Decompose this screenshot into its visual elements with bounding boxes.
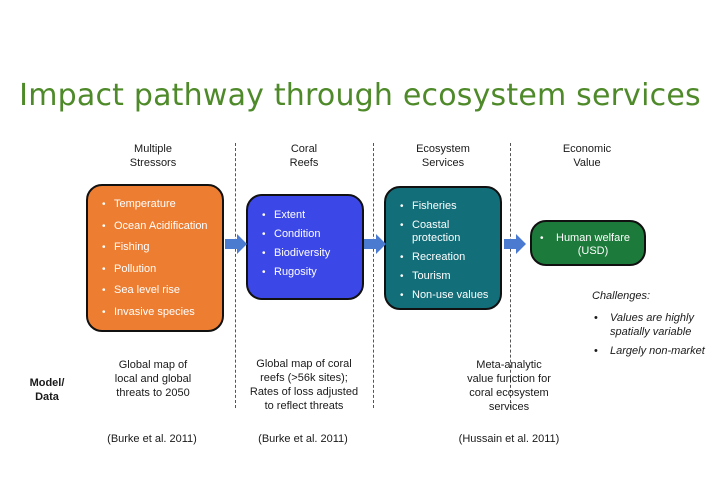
header-reefs: Coral Reefs [239,142,369,170]
challenges-panel: Challenges: Values are highly spatially … [592,289,712,363]
reef-item: Biodiversity [254,247,358,260]
model-line: Global map of coral [256,358,352,370]
header-services: Ecosystem Services [378,142,508,170]
header-value-line2: Value [573,157,601,169]
header-stressors: Multiple Stressors [88,142,218,170]
model-line: to reflect threats [264,400,344,412]
header-services-line2: Services [421,157,465,169]
stressor-item: Fishing [94,241,218,254]
service-item: Fisheries [392,200,496,213]
service-item: Non-use values [392,289,496,302]
model-line: value function for [467,373,551,385]
model-data-label: Model/ Data [29,377,65,403]
stressors-box: Temperature Ocean Acidification Fishing … [86,184,224,332]
challenge-item: Largely non-market [592,344,712,358]
arrow-right-icon [364,234,386,254]
header-value: Economic Value [522,142,652,170]
challenges-heading: Challenges: [592,290,651,302]
divider-2 [373,143,374,408]
value-box: Human welfare (USD) [530,220,646,266]
reefs-box: Extent Condition Biodiversity Rugosity [246,194,364,300]
stressor-item: Pollution [94,263,218,276]
model-text-value: Meta-analytic value function for coral e… [434,358,584,414]
model-line: Rates of loss adjusted [249,386,359,398]
slide-title: Impact pathway through ecosystem service… [19,78,701,113]
divider-3 [510,143,511,408]
header-value-line1: Economic [562,143,612,155]
citation-reefs: (Burke et al. 2011) [258,433,348,445]
stressor-item: Invasive species [94,306,218,319]
model-text-stressors: Global map of local and global threats t… [78,358,228,400]
service-item: Recreation [392,251,496,264]
citation-value: (Hussain et al. 2011) [458,433,560,445]
service-item: Tourism [392,270,496,283]
header-stressors-line1: Multiple [134,143,172,155]
model-line: local and global [114,373,192,385]
model-line: reefs (>56k sites); [260,372,348,384]
model-line: Global map of [118,359,188,371]
reef-item: Rugosity [254,266,358,279]
value-item: Human welfare (USD) [536,232,640,258]
header-reefs-line2: Reefs [289,157,319,169]
reef-item: Condition [254,228,358,241]
reef-item: Extent [254,209,358,222]
model-line: threats to 2050 [116,387,190,399]
arrow-right-icon [225,234,247,254]
header-services-line1: Ecosystem [416,143,470,155]
model-line: Meta-analytic [476,359,542,371]
model-text-reefs: Global map of coral reefs (>56k sites); … [229,357,379,413]
header-stressors-line2: Stressors [129,157,177,169]
stressor-item: Ocean Acidification [94,220,218,233]
model-line: coral ecosystem [469,387,549,399]
stressor-item: Sea level rise [94,284,218,297]
service-item: Coastal protection [392,219,496,245]
arrow-right-icon [504,234,526,254]
challenge-item: Values are highly spatially variable [592,311,712,339]
header-reefs-line1: Coral [290,143,318,155]
divider-1 [235,143,236,408]
citation-stressors: (Burke et al. 2011) [107,433,197,445]
model-line: services [488,401,530,413]
stressor-item: Temperature [94,198,218,211]
services-box: Fisheries Coastal protection Recreation … [384,186,502,310]
